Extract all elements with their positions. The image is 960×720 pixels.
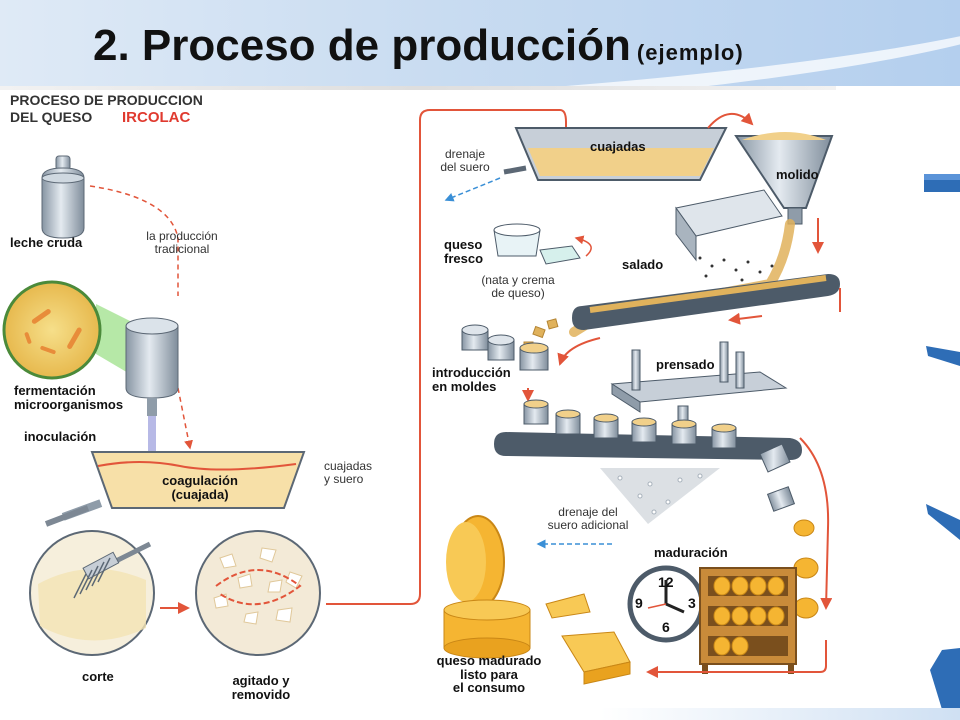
label-introduccion-moldes: introducción en moldes (432, 365, 511, 394)
slide-side-decoration (924, 174, 960, 716)
label-coagulacion: coagulación (cuajada) (162, 473, 238, 502)
diagram-heading-line2: DEL QUESO (10, 109, 93, 125)
label-produccion-tradicional: la producción tradicional (146, 229, 218, 256)
cutting-step-icon (29, 530, 155, 656)
label-drenaje-suero: drenaje del suero (440, 147, 490, 174)
curd-trough-icon (503, 127, 728, 181)
matured-cheese-icon (443, 515, 631, 685)
clock-number-3: 3 (688, 595, 696, 611)
clock-number-12: 12 (658, 574, 674, 590)
microorganism-magnified-icon (2, 280, 140, 380)
label-maduracion: maduración (654, 545, 728, 560)
label-drenaje-adicional: drenaje del suero adicional (547, 505, 629, 532)
mill-hopper-icon (734, 132, 834, 225)
diagram-heading-line1: PROCESO DE PRODUCCION (10, 92, 203, 108)
label-inoculacion: inoculación (24, 429, 97, 444)
starter-tank-icon (125, 317, 179, 471)
stirring-step-icon (195, 530, 321, 656)
label-leche-cruda: leche cruda (10, 235, 83, 250)
title-rule (0, 86, 836, 90)
slide-title: 2. Proceso de producción(ejemplo) (93, 6, 744, 93)
label-prensado: prensado (656, 357, 715, 372)
press-machine-icon (610, 341, 788, 429)
ripening-shelf-icon (699, 567, 797, 674)
label-fermentacion: fermentación microorganismos (14, 383, 124, 412)
slide-bottom-strip (600, 708, 960, 720)
label-cuajadas: cuajadas (590, 139, 646, 154)
label-salado: salado (622, 257, 664, 272)
label-queso-madurado: queso madurado listo para el consumo (436, 653, 542, 696)
label-corte: corte (82, 669, 114, 684)
label-agitado: agitado y removido (231, 673, 291, 702)
slide-title-sub: (ejemplo) (636, 40, 744, 65)
clock-number-6: 6 (662, 619, 670, 635)
milk-can-icon (41, 155, 85, 239)
label-molido: molido (776, 167, 819, 182)
diagram-artwork (2, 109, 841, 685)
salting-box-icon (675, 189, 783, 282)
label-queso-fresco: queso fresco (444, 237, 484, 266)
coagulation-vat-icon (44, 451, 306, 527)
label-cuajadas-suero: cuajadas y suero (324, 459, 373, 486)
cheese-process-diagram: PROCESO DE PRODUCCION DEL QUESO IRCOLAC … (0, 88, 860, 720)
cheese-molds-on-belt-icon (523, 399, 791, 473)
mold-stack-icon (461, 324, 549, 371)
label-nata-crema: (nata y crema de queso) (481, 273, 555, 300)
salting-conveyor-icon (572, 274, 840, 330)
slide-title-main: 2. Proceso de producción (93, 21, 631, 70)
title-band (0, 0, 960, 143)
clock-number-9: 9 (635, 595, 643, 611)
fresh-cheese-tubs-icon (493, 223, 581, 265)
diagram-brand: IRCOLAC (122, 109, 191, 126)
falling-cheese-icon (766, 486, 819, 619)
